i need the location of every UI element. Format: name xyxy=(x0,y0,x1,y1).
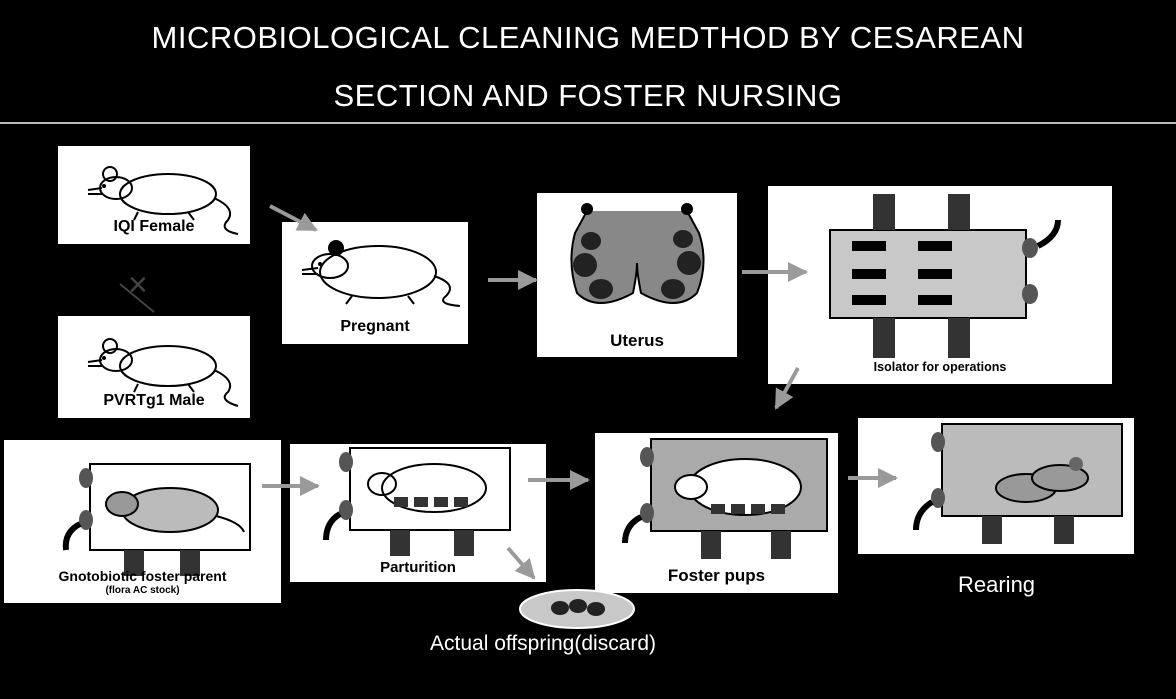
isolator-label: Isolator for operations xyxy=(768,360,1112,374)
cross-mark: × xyxy=(128,266,148,305)
pregnant-label: Pregnant xyxy=(282,318,468,336)
offspring-dish-icon xyxy=(518,588,636,630)
iqi-female-card: IQI Female xyxy=(58,146,250,244)
rearing-card xyxy=(858,418,1134,554)
parturition-card: Parturition xyxy=(290,444,546,582)
foster-pups-card: Foster pups xyxy=(595,433,838,593)
foster-parent-label: Gnotobiotic foster parent xyxy=(4,568,281,584)
offspring-label: Actual offspring(discard) xyxy=(430,632,656,656)
diagram-title-line-1: MICROBIOLOGICAL CLEANING MEDTHOD BY CESA… xyxy=(0,20,1176,56)
iqi-female-label: IQI Female xyxy=(58,218,250,236)
rearing-label: Rearing xyxy=(958,572,1035,598)
isolator-card: Isolator for operations xyxy=(768,186,1112,384)
foster-parent-card: Gnotobiotic foster parent (flora AC stoc… xyxy=(4,440,281,603)
foster-pups-label: Foster pups xyxy=(595,566,838,586)
isolator-icon xyxy=(768,186,1112,384)
diagram-title-line-2: SECTION AND FOSTER NURSING xyxy=(0,78,1176,114)
offspring-dish xyxy=(518,588,636,630)
uterus-card: Uterus xyxy=(537,193,737,357)
pvrtg1-male-label: PVRTg1 Male xyxy=(58,392,250,410)
foster-parent-sublabel: (flora AC stock) xyxy=(4,585,281,596)
title-divider xyxy=(0,122,1176,124)
rearing-isolator-icon xyxy=(858,418,1134,554)
uterus-label: Uterus xyxy=(537,331,737,351)
parturition-label: Parturition xyxy=(290,559,546,576)
pregnant-card: Pregnant xyxy=(282,222,468,344)
pvrtg1-male-card: PVRTg1 Male xyxy=(58,316,250,418)
